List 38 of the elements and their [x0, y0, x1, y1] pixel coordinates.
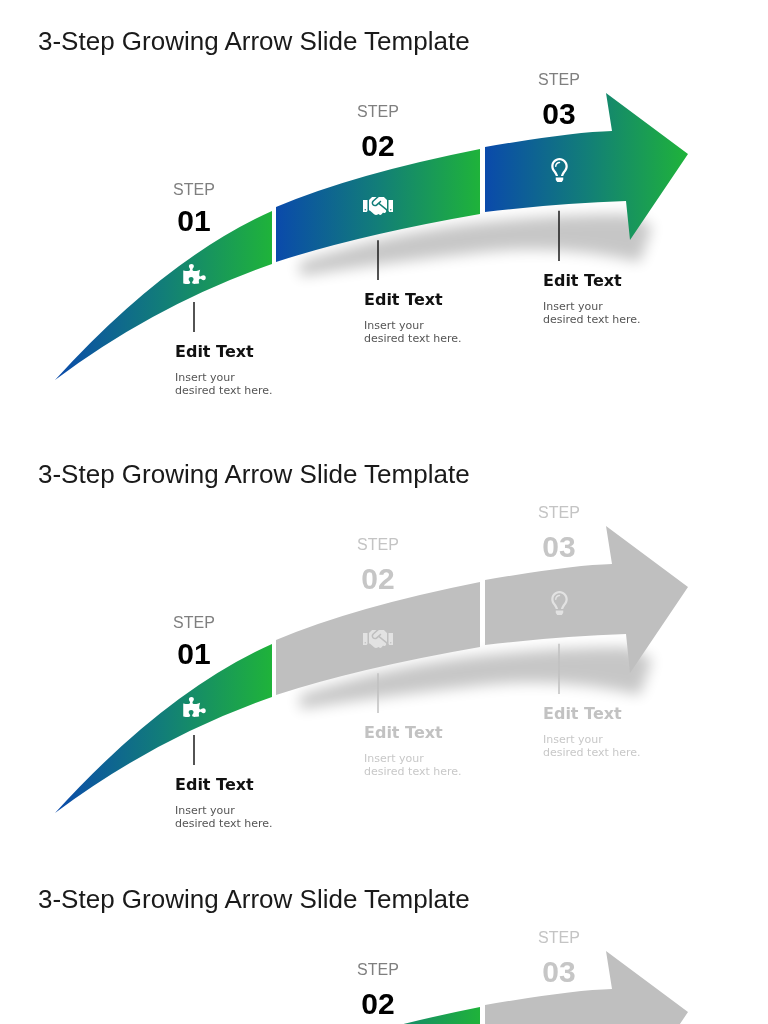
leader-line — [377, 239, 379, 281]
step-heading: Edit Text — [175, 776, 254, 794]
step-number: 03 — [542, 957, 576, 987]
step-label: STEP — [538, 929, 580, 947]
step-label: STEP — [538, 504, 580, 522]
step-label: STEP — [538, 71, 580, 89]
step-description: Insert your desired text here. — [175, 804, 274, 830]
step-heading: Edit Text — [175, 343, 254, 361]
step-heading: Edit Text — [364, 291, 443, 309]
slide-title: 3-Step Growing Arrow Slide Template — [38, 459, 470, 489]
step-label: STEP — [357, 536, 399, 554]
step-label: STEP — [173, 614, 215, 632]
leader-line — [377, 672, 379, 714]
step-heading: Edit Text — [543, 705, 622, 723]
step-number: 03 — [542, 99, 576, 129]
slide-title: 3-Step Growing Arrow Slide Template — [38, 26, 470, 56]
arrowhead-segment — [485, 951, 688, 1024]
step-heading: Edit Text — [543, 272, 622, 290]
leader-line — [193, 301, 195, 333]
arrowhead-segment — [485, 93, 688, 240]
leader-line — [558, 209, 560, 262]
leader-line — [193, 734, 195, 766]
step-description: Insert your desired text here. — [543, 300, 642, 326]
step-number: 01 — [177, 206, 211, 236]
step-description: Insert your desired text here. — [175, 371, 274, 397]
step-heading: Edit Text — [364, 724, 443, 742]
step-label: STEP — [357, 961, 399, 979]
step-description: Insert your desired text here. — [364, 319, 463, 345]
step-number: 02 — [361, 564, 395, 594]
step-label: STEP — [357, 103, 399, 121]
step-label: STEP — [173, 181, 215, 199]
arrow-segment — [403, 1007, 480, 1024]
arrowhead-segment — [485, 526, 688, 673]
step-number: 01 — [177, 639, 211, 669]
step-number: 02 — [361, 989, 395, 1019]
slide-title: 3-Step Growing Arrow Slide Template — [38, 884, 470, 914]
step-number: 02 — [361, 131, 395, 161]
step-number: 03 — [542, 532, 576, 562]
